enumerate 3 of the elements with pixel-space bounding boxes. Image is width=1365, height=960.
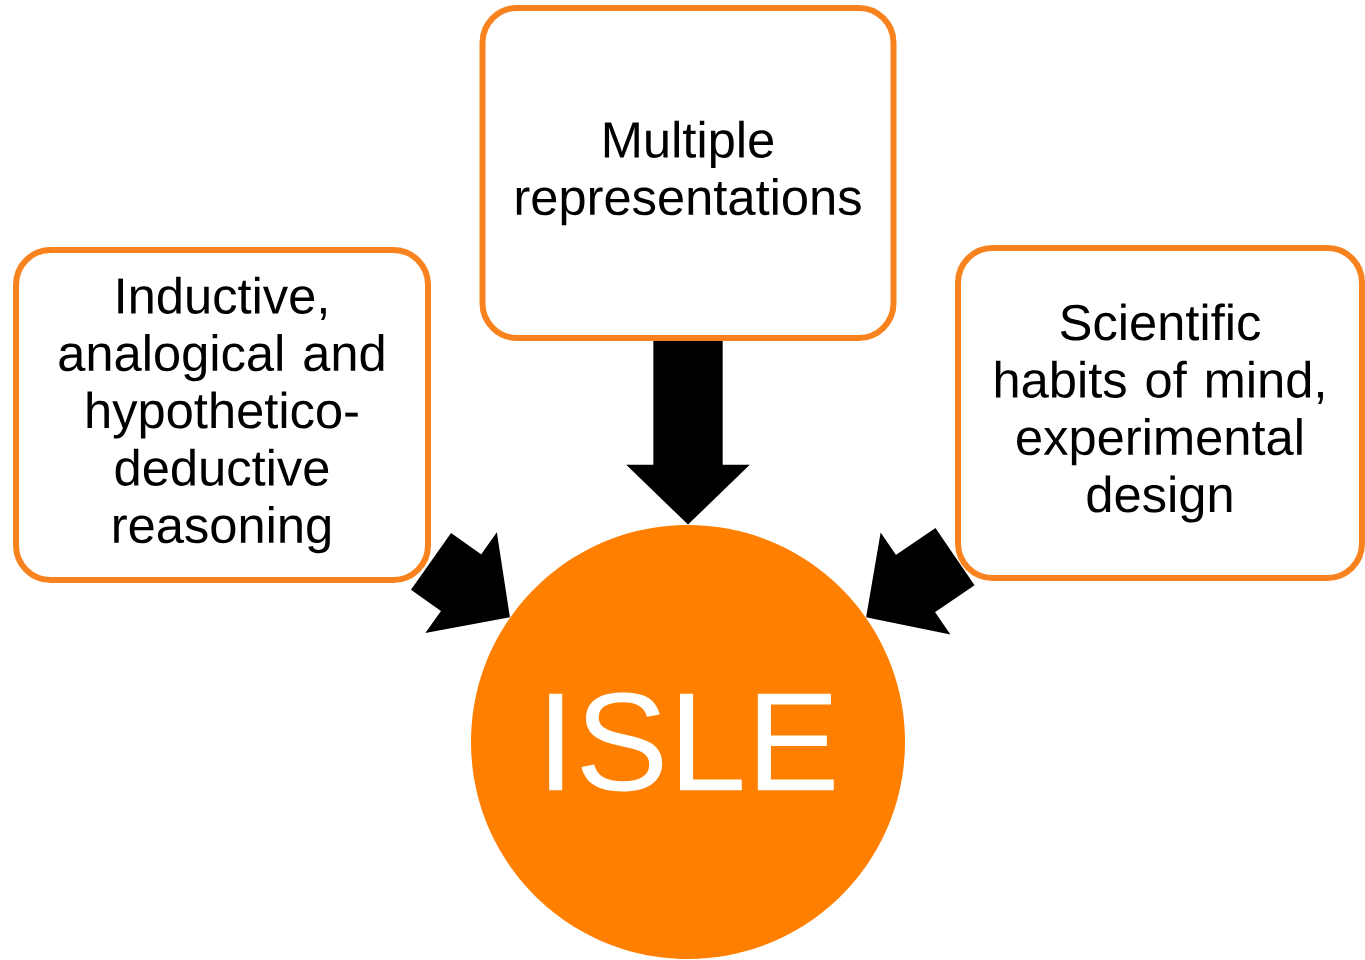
text-box: Multiple representations [479,5,897,341]
text-box: Inductive, analogical and hypothetico-deductive reasoning [13,247,431,583]
text-box: Scientific habits of mind, experimental design [955,245,1365,581]
